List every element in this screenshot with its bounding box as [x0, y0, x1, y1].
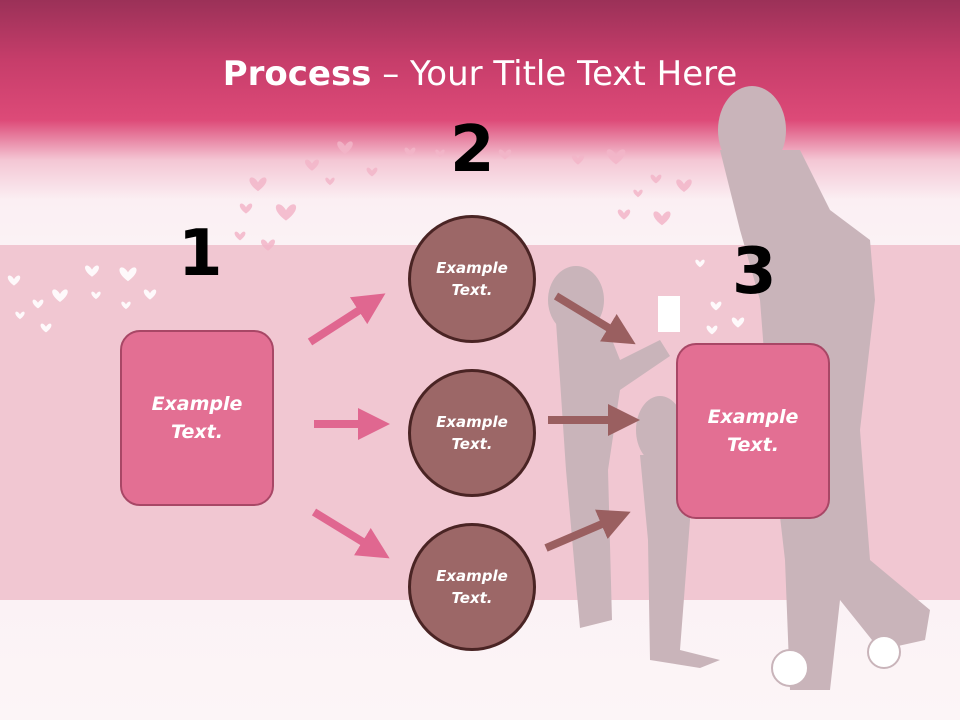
title-rest: – Your Title Text Here [371, 54, 738, 94]
step-number-2: 2 [450, 113, 495, 187]
circle-middle-line2: Text. [451, 435, 493, 453]
title-bold: Process [222, 54, 372, 94]
slide-title: Process – Your Title Text Here [0, 54, 960, 94]
arrow-top-to-box [553, 292, 636, 345]
arrow-bottom-to-box [544, 509, 631, 552]
step-number-3: 3 [732, 235, 777, 309]
circle-bottom-line1: Example [436, 566, 508, 585]
left-box-line2: Text. [171, 421, 223, 443]
circle-top-line1: Example [436, 258, 508, 277]
arrow-to-top-circle [307, 293, 386, 346]
right-box-line2: Text. [727, 434, 779, 456]
step-number-1: 1 [178, 217, 223, 291]
circle-bottom-line2: Text. [451, 589, 493, 607]
circle-middle-line1: Example [436, 412, 508, 431]
flower-decoration [771, 635, 901, 687]
left-box-line1: Example [151, 392, 243, 415]
circle-top-line2: Text. [451, 281, 493, 299]
right-box-line1: Example [707, 405, 799, 428]
arrow-to-bottom-circle [311, 508, 390, 559]
